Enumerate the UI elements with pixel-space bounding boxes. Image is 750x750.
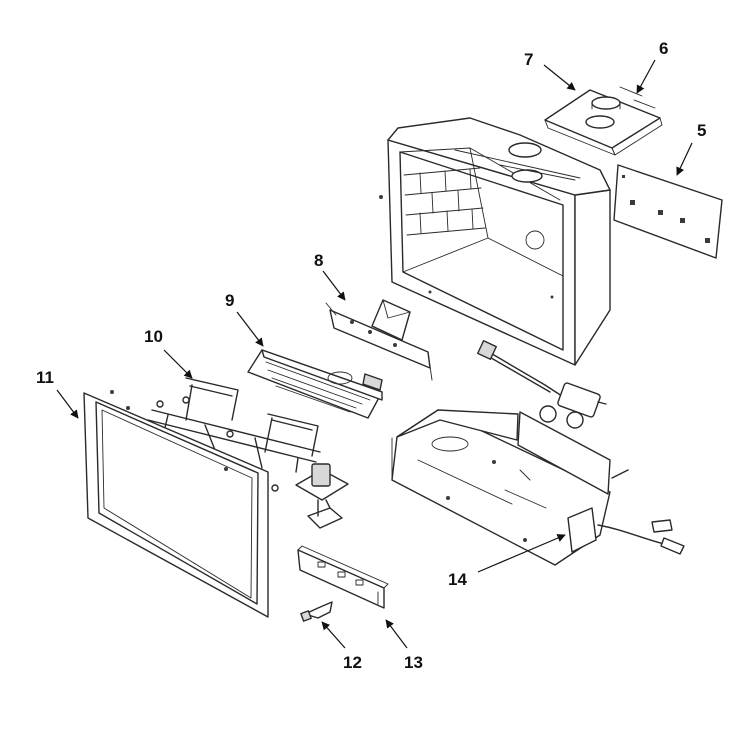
part-8-burner-bracket	[325, 299, 433, 381]
leader-9	[236, 311, 264, 347]
callout-11: 11	[36, 368, 54, 387]
callout-9: 9	[225, 291, 234, 310]
part-6-7-vent-plate	[544, 86, 663, 156]
part-10-log-grate	[147, 377, 321, 492]
gas-valve-assembly	[476, 339, 607, 429]
callout-12: 12	[343, 653, 362, 672]
part-11-glass-door	[83, 390, 269, 618]
leader-7	[543, 64, 576, 91]
callout-labels: 5 6 7 8 9 10 11 12 13 14	[36, 39, 706, 672]
firebox-body	[379, 117, 611, 366]
leader-10	[163, 349, 193, 379]
callout-8: 8	[314, 251, 323, 270]
part-9-burner-tray	[247, 349, 383, 419]
leader-5	[676, 142, 693, 176]
part-14-base-tray	[391, 409, 685, 566]
leader-11	[56, 389, 79, 419]
callout-14: 14	[448, 570, 467, 589]
leader-6	[636, 59, 656, 94]
leader-lines	[56, 59, 693, 649]
leader-12	[321, 621, 346, 649]
callout-10: 10	[144, 327, 163, 346]
callout-13: 13	[404, 653, 423, 672]
callout-5: 5	[697, 121, 706, 140]
part-5-side-panel	[613, 164, 723, 259]
callout-6: 6	[659, 39, 668, 58]
part-13-bracket	[297, 545, 389, 609]
leader-14	[477, 534, 566, 573]
part-12-igniter	[300, 601, 333, 622]
leader-13	[385, 619, 408, 649]
callout-7: 7	[524, 50, 533, 69]
pilot-assembly	[295, 463, 349, 529]
leader-8	[322, 270, 346, 301]
brick-pattern	[403, 167, 486, 236]
